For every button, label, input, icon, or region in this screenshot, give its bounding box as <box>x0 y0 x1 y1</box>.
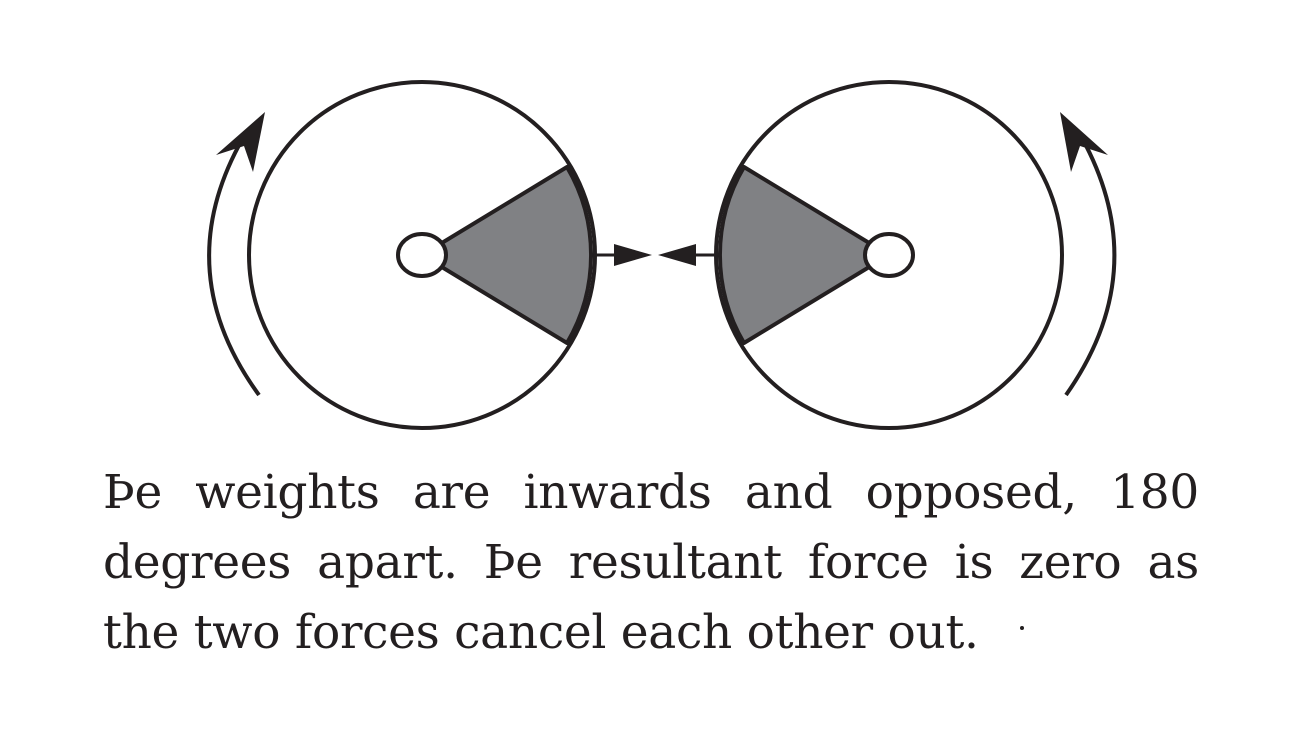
right-wheel <box>714 80 1064 430</box>
right-rotation-arrow <box>1060 112 1117 397</box>
left-rotation-arc <box>207 137 261 397</box>
left-force-arrowhead <box>614 244 652 266</box>
opposing-force-arrows <box>595 244 716 266</box>
right-rotation-arc <box>1064 137 1117 397</box>
counter-rotating-weights-diagram <box>207 80 1117 430</box>
right-rotation-arrowhead-icon <box>1060 112 1108 172</box>
left-rotation-arrow <box>207 112 265 397</box>
diagram-caption: Þe weights are inwards and opposed, 180 … <box>103 465 1199 660</box>
left-wheel <box>247 80 597 430</box>
left-eccentric-weight <box>420 165 593 345</box>
right-eccentric-weight <box>718 165 891 345</box>
stray-mark <box>1020 626 1024 630</box>
left-rotation-arrowhead-icon <box>216 112 265 172</box>
right-shaft <box>863 232 915 278</box>
left-shaft <box>396 232 448 278</box>
right-force-arrowhead <box>658 244 696 266</box>
